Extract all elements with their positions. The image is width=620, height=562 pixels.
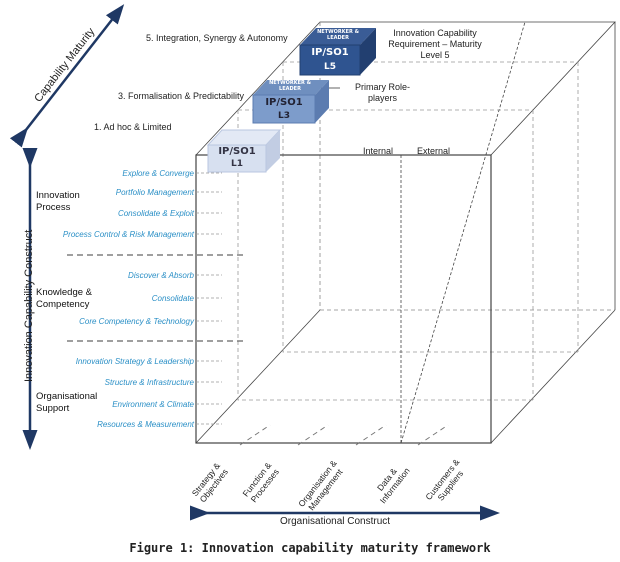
- cube-front-face: [195, 154, 492, 444]
- requirement-annotation: Innovation Capability Requirement – Matu…: [388, 28, 482, 60]
- maturity-level-5: 5. Integration, Synergy & Autonomy: [146, 33, 288, 43]
- maturity-arrow: [9, 4, 125, 148]
- block-l5-level: L5: [324, 62, 336, 72]
- block-l3: [252, 80, 329, 124]
- figure-caption: Figure 1: Innovation capability maturity…: [129, 541, 491, 555]
- block-l1-role: IP/SO1: [218, 146, 256, 157]
- capability-item: Consolidate: [151, 294, 194, 303]
- capability-item: Innovation Strategy & Leadership: [75, 357, 194, 366]
- capability-item: Explore & Converge: [122, 169, 194, 178]
- group-innovation-process: Innovation Process: [36, 190, 80, 213]
- external-label: External: [417, 146, 451, 156]
- capability-item: Resources & Measurement: [97, 420, 194, 429]
- capability-axis-label: Innovation Capability Construct: [23, 229, 35, 382]
- maturity-level-3: 3. Formalisation & Predictability: [118, 91, 245, 101]
- block-l5-role: IP/SO1: [311, 47, 349, 58]
- capability-item: Structure & Infrastructure: [104, 378, 194, 387]
- capability-item: Core Competency & Technology: [79, 317, 194, 326]
- block-l3-role: IP/SO1: [265, 97, 303, 108]
- capability-item: Discover & Absorb: [128, 271, 194, 280]
- maturity-level-1: 1. Ad hoc & Limited: [94, 122, 172, 132]
- block-l1: [206, 129, 282, 173]
- block-l1-level: L1: [231, 159, 243, 169]
- group-knowledge-competency: Knowledge & Competency: [36, 287, 92, 310]
- capability-item: Environment & Climate: [112, 400, 194, 409]
- capability-item: Process Control & Risk Management: [62, 230, 194, 239]
- block-l5: [299, 28, 376, 76]
- capability-item: Consolidate & Exploit: [117, 209, 194, 218]
- roles-annotation: Primary Role-players: [355, 82, 411, 103]
- group-organisational-support: Organisational Support: [36, 391, 98, 414]
- block-l3-level: L3: [278, 111, 290, 121]
- capability-item: Portfolio Management: [115, 188, 194, 197]
- block-l3-top: NETWORKER & LEADER: [269, 80, 311, 92]
- internal-label: Internal: [363, 146, 394, 156]
- block-l5-top: NETWORKER & LEADER: [317, 29, 359, 41]
- org-axis-label: Organisational Construct: [280, 516, 391, 527]
